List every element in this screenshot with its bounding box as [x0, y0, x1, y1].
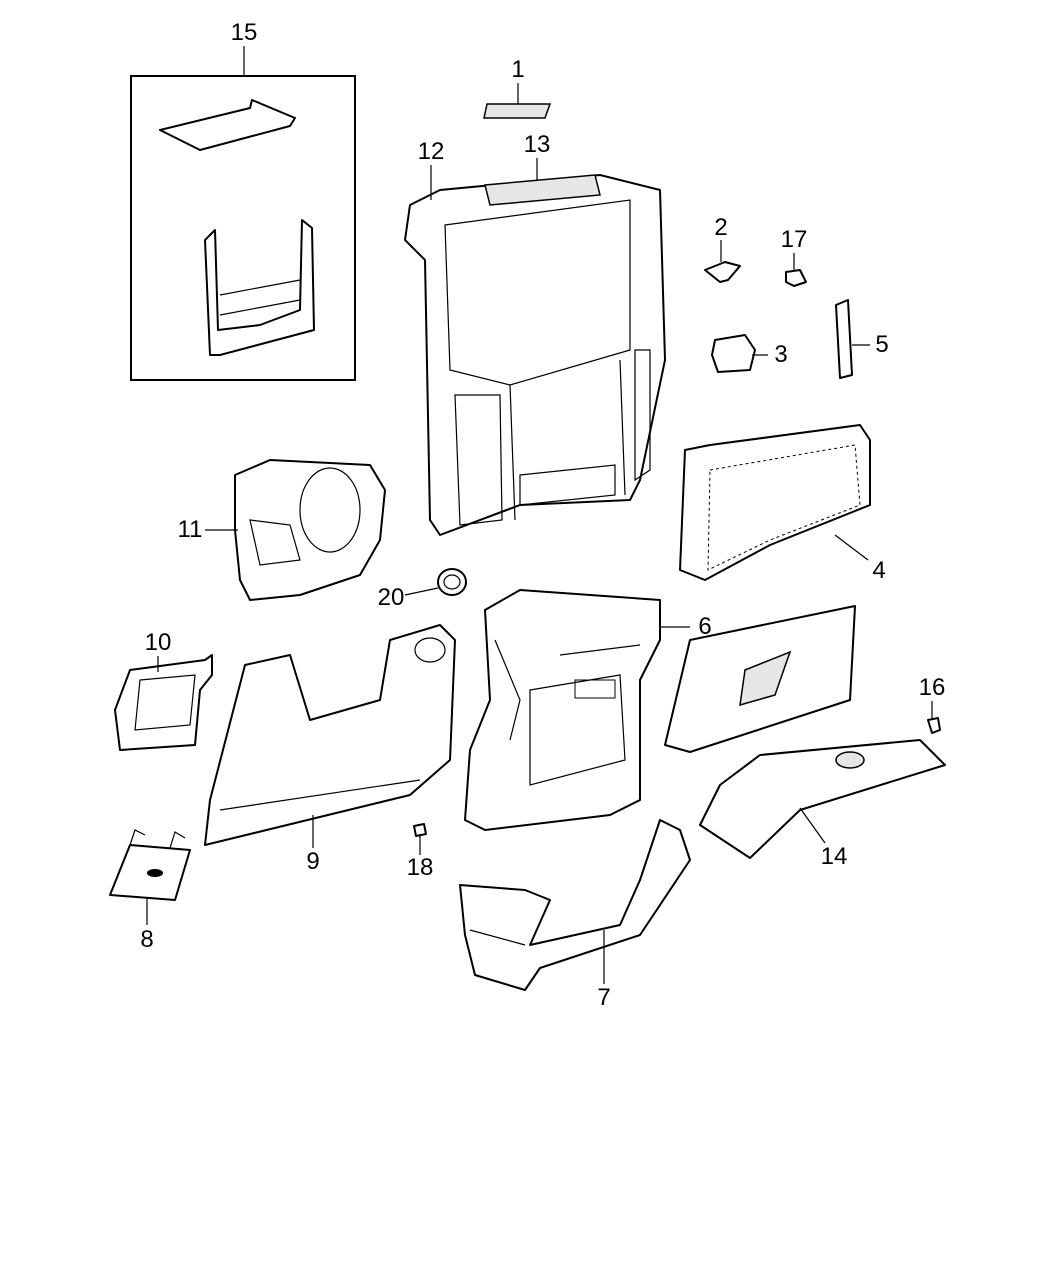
callout-4: 4 [872, 557, 886, 584]
part-18-clip [413, 823, 427, 837]
callout-6: 6 [698, 613, 712, 640]
callout-12: 12 [417, 138, 445, 165]
kit-box-15 [130, 75, 356, 381]
part-15-top-bezel [159, 99, 296, 151]
part-2-vent [704, 261, 741, 283]
callout-10: 10 [144, 629, 172, 656]
callout-7: 7 [597, 984, 611, 1011]
part-13-trim [484, 174, 601, 206]
part-17-clip [785, 269, 807, 287]
callout-3: 3 [774, 341, 788, 368]
part-20-ring [437, 568, 467, 596]
part-10-bezel [114, 654, 213, 751]
callout-15: 15 [230, 19, 258, 46]
callout-14: 14 [820, 843, 848, 870]
part-16-clip [927, 717, 941, 734]
part-7-lower-trim [459, 819, 691, 991]
part-6-center-stack-support [464, 589, 661, 831]
part-5-bracket [835, 299, 853, 379]
callout-20: 20 [377, 584, 405, 611]
callout-18: 18 [406, 854, 434, 881]
part-1-plate [483, 103, 552, 119]
callout-1: 1 [511, 56, 525, 83]
part-11-steering-column-cover [234, 459, 386, 601]
part-9-knee-bolster [204, 624, 456, 846]
part-3-switch [711, 334, 756, 373]
callout-16: 16 [918, 674, 946, 701]
callout-5: 5 [875, 331, 889, 358]
callout-13: 13 [523, 131, 551, 158]
part-12-center-bezel [404, 174, 666, 536]
part-15-frame [204, 219, 315, 356]
callout-11: 11 [177, 516, 203, 543]
callout-2: 2 [714, 214, 728, 241]
callout-8: 8 [140, 926, 154, 953]
callout-9: 9 [306, 848, 320, 875]
part-14-lower-panel [699, 739, 946, 859]
callout-17: 17 [780, 226, 808, 253]
